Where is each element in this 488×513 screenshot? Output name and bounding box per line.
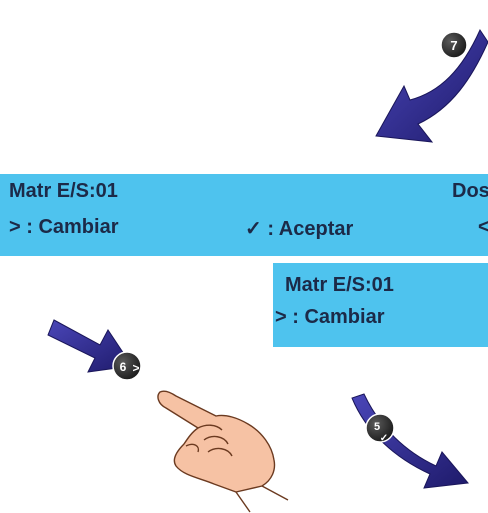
lcd-main-line1-left: Matr E/S:01 — [9, 180, 118, 202]
step-badge-icon: 6 > — [112, 351, 142, 381]
lcd-small-line1: Matr E/S:01 — [285, 274, 394, 296]
lcd-display-small: Matr E/S:01 > : Cambiar — [273, 263, 488, 347]
arrow-icon-step7 — [375, 28, 488, 143]
step-5-label: 5 — [374, 421, 380, 433]
arrow-icon-step6 — [47, 319, 133, 373]
lcd-small-line2: > : Cambiar — [275, 306, 385, 328]
step-5-key: ✓ — [380, 433, 388, 444]
pointing-hand-icon — [157, 390, 289, 513]
lcd-main-line2-right: < — [478, 216, 488, 238]
arrow-icon-step5 — [351, 393, 469, 489]
step-badge-icon: 5 ✓ — [365, 413, 395, 444]
lcd-main-line2-left: > : Cambiar — [9, 216, 119, 238]
step-badge-icon: 7 — [440, 31, 468, 59]
lcd-main-line2-mid: ✓ : Aceptar — [245, 218, 354, 240]
lcd-display-main: Matr E/S:01 Dos > : Cambiar ✓ : Aceptar … — [0, 174, 488, 256]
step-7-label: 7 — [450, 38, 457, 53]
lcd-main-line1-right: Dos — [452, 180, 488, 202]
step-6-label: 6 — [120, 360, 127, 374]
step-6-key: > — [132, 361, 139, 375]
